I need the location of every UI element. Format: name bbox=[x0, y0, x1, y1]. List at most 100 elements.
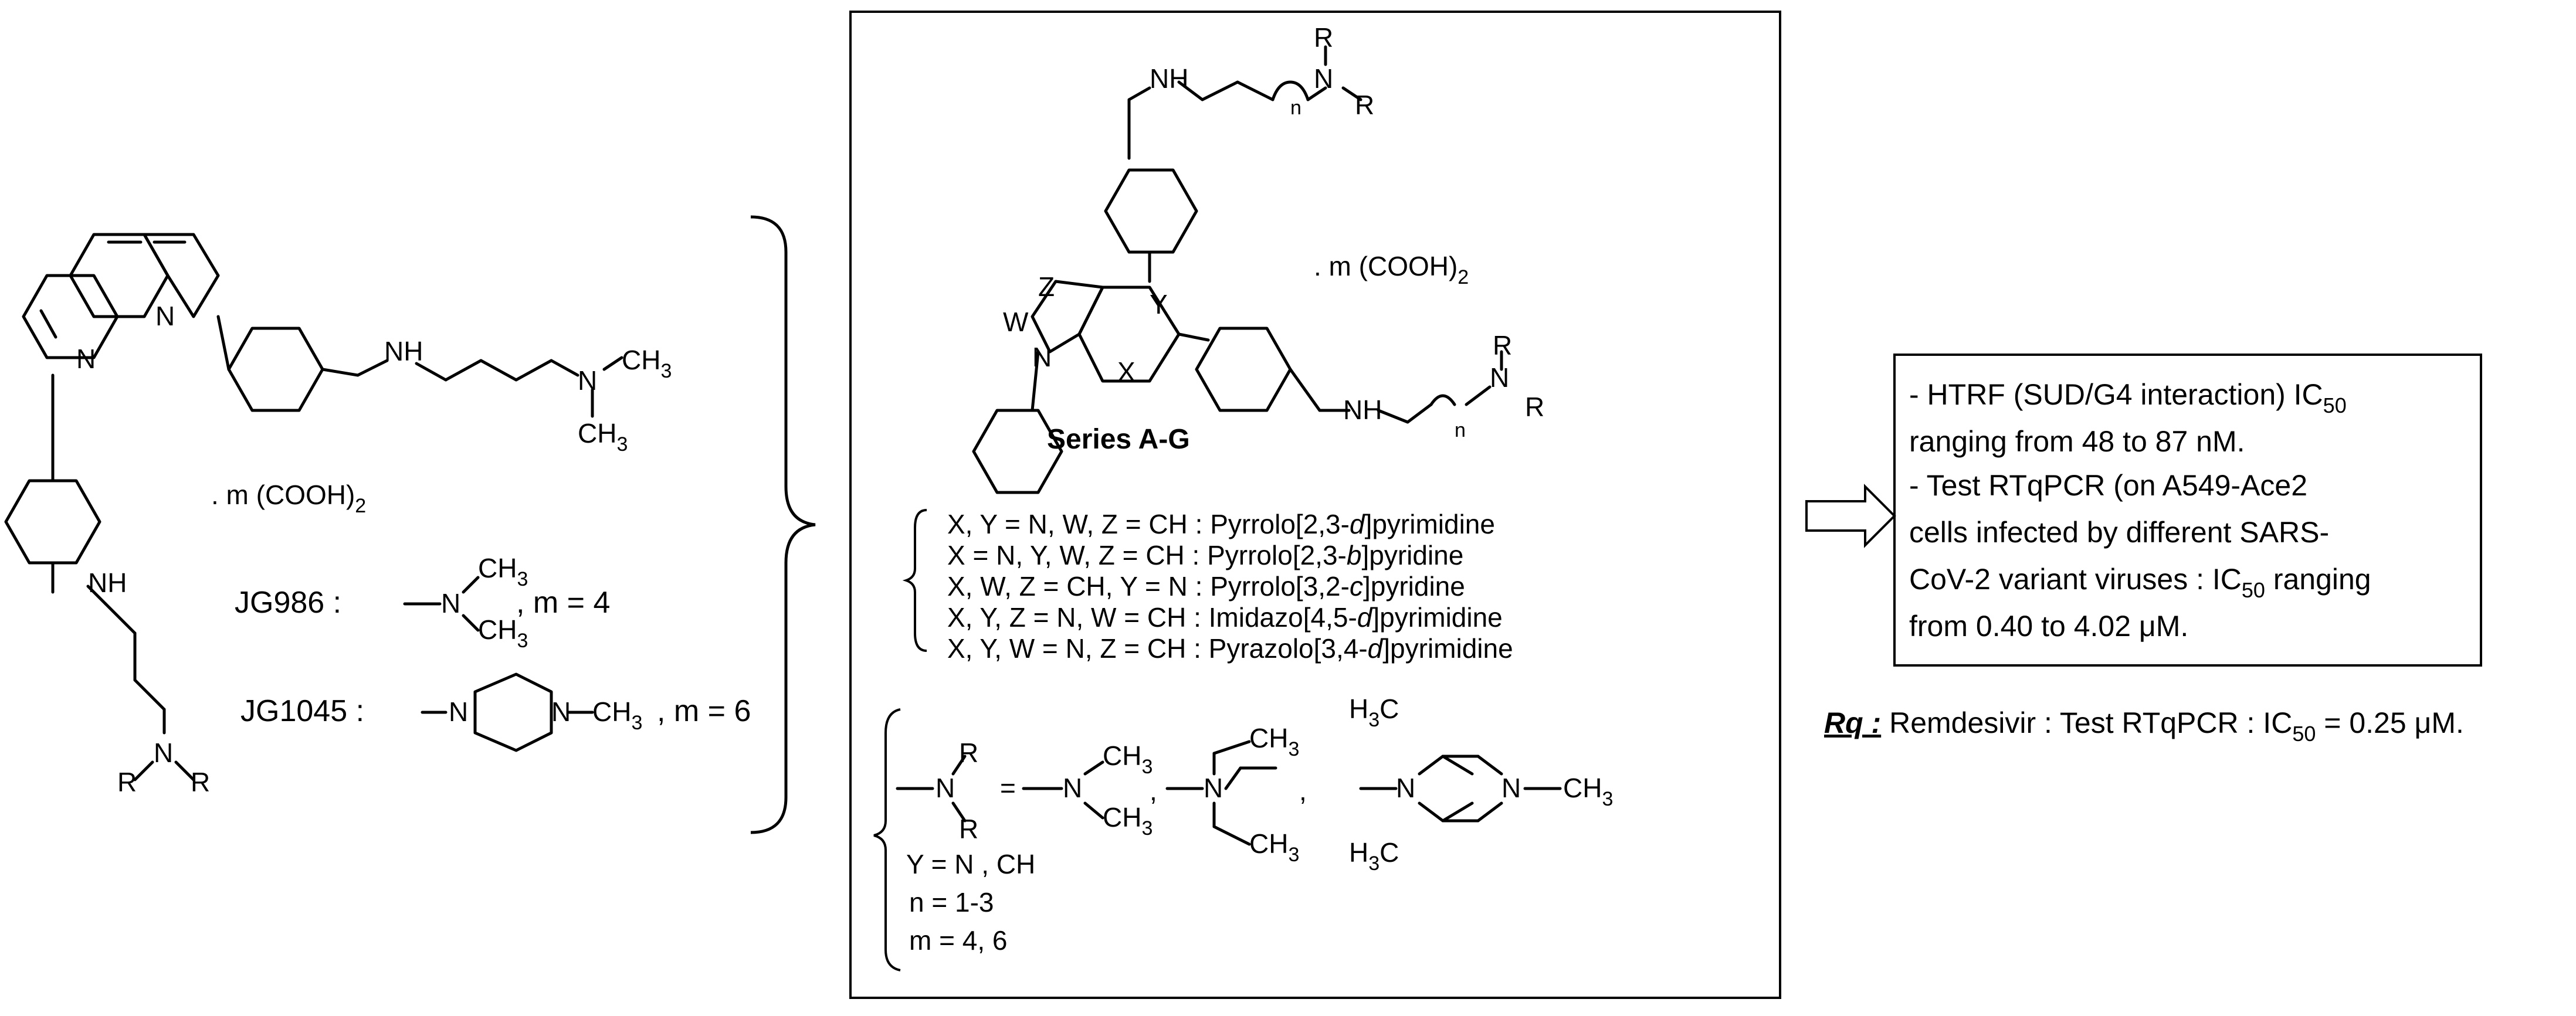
series-n-ring: N bbox=[1032, 342, 1052, 372]
results-box bbox=[1893, 354, 2482, 667]
left-salt-sub: 2 bbox=[355, 495, 366, 517]
jg986-n: N bbox=[441, 588, 460, 619]
amine-eq: = bbox=[1000, 773, 1016, 803]
series-n-mid-sub: n bbox=[1455, 419, 1466, 441]
series-r-top2: R bbox=[1355, 90, 1374, 120]
results-line-2: ranging from 48 to 87 nM. bbox=[1909, 425, 2245, 458]
results-line-5: CoV-2 variant viruses : IC bbox=[1909, 563, 2242, 596]
atom-n-term-b: N bbox=[154, 738, 173, 768]
left-compound-structure bbox=[4, 233, 623, 781]
amine-labels: R N R = N CH3 CH3 , N CH3 CH3 , H3C H3C … bbox=[936, 694, 1613, 875]
jg986-ch3-1: CH bbox=[478, 553, 517, 583]
svg-text:X, Y, Z = N, W = CH : Imidazo[: X, Y, Z = N, W = CH : Imidazo[4,5-d]pyri… bbox=[947, 602, 1503, 633]
left-compound-labels: N N NH N CH3 CH3 . m (COOH)2 NH N R R JG… bbox=[76, 301, 751, 797]
results-text: - HTRF (SUD/G4 interaction) IC50 ranging… bbox=[1909, 378, 2371, 643]
amine-structures bbox=[896, 740, 1562, 846]
condition-m: m = 4, 6 bbox=[909, 925, 1007, 956]
jg1045-ch3: CH bbox=[592, 696, 631, 727]
jg1045-n1: N bbox=[449, 696, 468, 727]
svg-text:CH3: CH3 bbox=[1103, 740, 1153, 778]
series-x: X bbox=[1117, 356, 1136, 387]
atom-nh-a: NH bbox=[384, 336, 423, 366]
amine-comma-2: , bbox=[1299, 776, 1307, 806]
svg-text:X, Y, W = N, Z = CH : Pyrazolo: X, Y, W = N, Z = CH : Pyrazolo[3,4-d]pyr… bbox=[947, 633, 1513, 664]
series-salt-label: . m (COOH) bbox=[1314, 251, 1458, 281]
atom-n2: N bbox=[155, 301, 175, 331]
svg-text:X, Y = N, W, Z = CH : Pyrrolo[: X, Y = N, W, Z = CH : Pyrrolo[2,3-d]pyri… bbox=[947, 509, 1495, 539]
jg986-m: , m = 4 bbox=[516, 586, 610, 620]
atom-ch3-a: CH bbox=[622, 345, 660, 375]
series-salt-sub: 2 bbox=[1458, 266, 1469, 288]
curly-brace bbox=[750, 215, 816, 834]
series-box bbox=[849, 11, 1781, 999]
svg-text:. m (COOH)2: . m (COOH)2 bbox=[1314, 251, 1469, 288]
atom-n-term-a: N bbox=[578, 365, 597, 396]
jg986-label: JG986 : bbox=[235, 586, 341, 620]
scaffold-def: X, Y, W = N, Z = CH : Pyrazolo[3,4- bbox=[947, 633, 1368, 664]
scaffold-def: X = N, Y, W, Z = CH : Pyrrolo[2,3- bbox=[947, 540, 1347, 570]
series-w: W bbox=[1003, 307, 1029, 337]
note-text: Remdesivir : Test RTqPCR : IC bbox=[1881, 706, 2292, 739]
amine-n-5: N bbox=[1501, 773, 1521, 803]
series-n-mid: N bbox=[1490, 362, 1509, 393]
amine-n-4: N bbox=[1396, 773, 1415, 803]
svg-text:CH3: CH3 bbox=[592, 696, 642, 734]
results-line-6: from 0.40 to 4.02 μM. bbox=[1909, 610, 2188, 643]
amine-n-2: N bbox=[1063, 773, 1082, 803]
conditions-list: Y = N , CH n = 1-3 m = 4, 6 bbox=[906, 849, 1035, 956]
scaffold-brace bbox=[902, 509, 927, 652]
series-core-labels: NH N R R n . m (COOH)2 Z W Y X N NH N R … bbox=[1003, 22, 1544, 455]
series-r-mid2: R bbox=[1525, 392, 1544, 422]
series-y: Y bbox=[1150, 289, 1168, 320]
results-line-3: - Test RTqPCR (on A549-Ace2 bbox=[1909, 469, 2307, 502]
atom-n1: N bbox=[76, 344, 96, 374]
svg-text:CH3: CH3 bbox=[1249, 828, 1299, 866]
amine-brace bbox=[873, 708, 901, 971]
condition-y: Y = N , CH bbox=[906, 849, 1035, 879]
jg986-ch3-2: CH bbox=[478, 614, 517, 645]
condition-n: n = 1-3 bbox=[909, 887, 994, 918]
svg-text:CH3: CH3 bbox=[578, 418, 628, 456]
amine-r-2: R bbox=[959, 814, 978, 844]
jg1045-label: JG1045 : bbox=[240, 694, 364, 728]
svg-text:CH3: CH3 bbox=[1103, 802, 1153, 840]
svg-text:CH3: CH3 bbox=[1563, 773, 1613, 810]
svg-text:Rq : Remdesivir : Test RTqPCR: Rq : Remdesivir : Test RTqPCR : IC50 = 0… bbox=[1824, 706, 2464, 746]
svg-text:H3C: H3C bbox=[1349, 694, 1399, 731]
svg-text:CH3: CH3 bbox=[1249, 723, 1299, 760]
svg-text:CH3: CH3 bbox=[622, 345, 672, 382]
series-title: Series A-G bbox=[1047, 424, 1190, 455]
left-salt-label: . m (COOH) bbox=[211, 480, 355, 510]
atom-nh-b: NH bbox=[88, 568, 127, 598]
atom-ch3-b: CH bbox=[578, 418, 616, 448]
results-line-4: cells infected by different SARS- bbox=[1909, 516, 2329, 549]
series-z: Z bbox=[1038, 271, 1055, 302]
svg-text:H3C: H3C bbox=[1349, 837, 1399, 875]
series-r-top1: R bbox=[1314, 22, 1333, 53]
series-r-mid1: R bbox=[1493, 330, 1512, 361]
scaffold-list: X, Y = N, W, Z = CH : Pyrrolo[2,3-d]pyri… bbox=[947, 509, 1513, 664]
amine-comma-1: , bbox=[1150, 776, 1157, 806]
scaffold-def: X, Y = N, W, Z = CH : Pyrrolo[2,3- bbox=[947, 509, 1350, 539]
svg-text:. m (COOH)2: . m (COOH)2 bbox=[211, 480, 366, 517]
atom-ch3-a-sub: 3 bbox=[660, 360, 672, 382]
jg1045-n2: N bbox=[551, 696, 571, 727]
series-nh-top: NH bbox=[1150, 63, 1188, 94]
series-n-top-sub: n bbox=[1290, 97, 1301, 119]
svg-text:CH3: CH3 bbox=[478, 614, 528, 652]
results-line-1: - HTRF (SUD/G4 interaction) IC bbox=[1909, 378, 2323, 411]
series-nh-mid: NH bbox=[1343, 395, 1382, 425]
open-arrow-icon bbox=[1805, 484, 1896, 548]
amine-n-1: N bbox=[936, 773, 955, 803]
atom-r1: R bbox=[117, 767, 137, 797]
series-core-structure bbox=[972, 45, 1503, 494]
svg-text:- HTRF (SUD/G4 interaction) IC: - HTRF (SUD/G4 interaction) IC50 bbox=[1909, 378, 2347, 417]
scaffold-def: X, W, Z = CH, Y = N : Pyrrolo[3,2- bbox=[947, 571, 1350, 602]
remdesivir-note: Rq : Remdesivir : Test RTqPCR : IC50 = 0… bbox=[1824, 706, 2464, 746]
svg-text:CH3: CH3 bbox=[478, 553, 528, 590]
scaffold-def: X, Y, Z = N, W = CH : Imidazo[4,5- bbox=[947, 602, 1357, 633]
amine-r-1: R bbox=[959, 738, 978, 768]
series-n-top: N bbox=[1314, 63, 1333, 94]
svg-text:X, W, Z = CH, Y = N : Pyrrolo[: X, W, Z = CH, Y = N : Pyrrolo[3,2-c]pyri… bbox=[947, 571, 1465, 602]
